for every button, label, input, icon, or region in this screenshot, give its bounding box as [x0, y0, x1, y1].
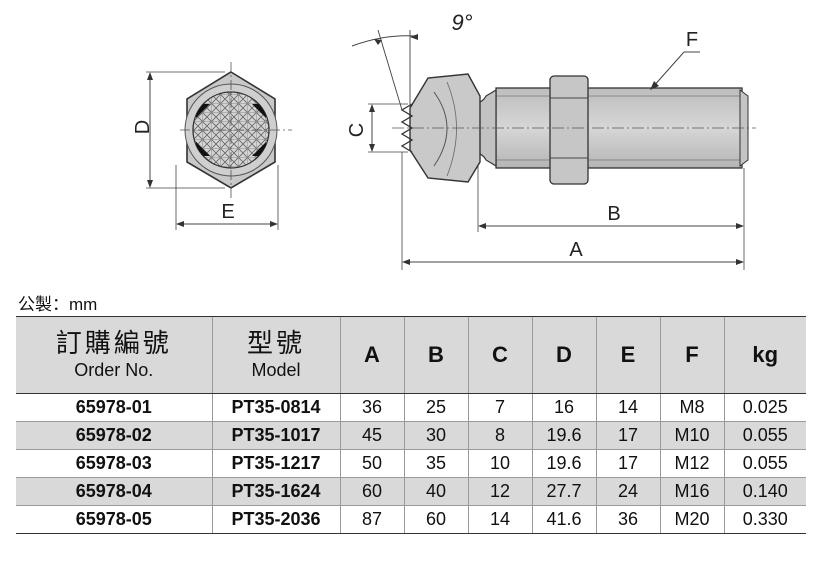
cell-c: 12 [467, 477, 532, 506]
header-order-en: Order No. [74, 360, 154, 380]
cell-kg: 0.025 [723, 393, 806, 422]
cell-b: 30 [403, 421, 468, 450]
cell-c: 7 [467, 393, 532, 422]
cell-f: M8 [659, 393, 724, 422]
cell-f: M20 [659, 505, 724, 534]
cell-e: 14 [595, 393, 660, 422]
cell-order-no: 65978-04 [16, 477, 212, 506]
cell-kg: 0.055 [723, 421, 806, 450]
header-kg: kg [723, 316, 806, 394]
header-model-en: Model [251, 360, 301, 380]
dim-label-a: A [569, 239, 583, 261]
cell-d: 19.6 [531, 449, 596, 478]
cell-model: PT35-1217 [211, 449, 340, 478]
dim-label-c: C [346, 123, 368, 137]
cell-c: 10 [467, 449, 532, 478]
table-row: 65978-05 PT35-2036 87 60 14 41.6 36 M20 … [16, 505, 806, 534]
spec-table: 訂購編號 Order No. 型號 Model A B C D E F kg 6… [16, 316, 806, 534]
dim-label-d: D [132, 120, 154, 134]
cell-order-no: 65978-03 [16, 449, 212, 478]
header-order-zh: 訂購編號 [55, 328, 172, 358]
cell-d: 27.7 [531, 477, 596, 506]
unit-label: 公製：mm [18, 295, 98, 314]
cell-order-no: 65978-05 [16, 505, 212, 534]
cell-b: 40 [403, 477, 468, 506]
cell-a: 60 [339, 477, 404, 506]
cell-a: 50 [339, 449, 404, 478]
cell-a: 36 [339, 393, 404, 422]
cell-kg: 0.140 [723, 477, 806, 506]
cell-a: 87 [339, 505, 404, 534]
hex-nut-side [549, 75, 589, 185]
cell-e: 17 [595, 449, 660, 478]
table-row: 65978-03 PT35-1217 50 35 10 19.6 17 M12 … [16, 449, 806, 478]
cell-b: 35 [403, 449, 468, 478]
cell-f: M12 [659, 449, 724, 478]
cell-e: 17 [595, 421, 660, 450]
end-view: D E [132, 62, 292, 230]
dim-label-f: F [686, 29, 698, 51]
cell-a: 45 [339, 421, 404, 450]
header-d: D [531, 316, 596, 394]
cell-kg: 0.055 [723, 449, 806, 478]
cell-model: PT35-0814 [211, 393, 340, 422]
technical-drawing: D E C [132, 10, 756, 270]
cell-model: PT35-1624 [211, 477, 340, 506]
header-f: F [659, 316, 724, 394]
cell-d: 16 [531, 393, 596, 422]
cell-e: 36 [595, 505, 660, 534]
cell-b: 60 [403, 505, 468, 534]
dim-label-b: B [607, 203, 620, 225]
header-c: C [467, 316, 532, 394]
cell-f: M10 [659, 421, 724, 450]
header-model: 型號 Model [211, 316, 340, 394]
header-model-zh: 型號 [246, 328, 305, 358]
header-order-no: 訂購編號 Order No. [16, 316, 212, 394]
header-row: 訂購編號 Order No. 型號 Model A B C D E F kg [16, 316, 806, 394]
cell-b: 25 [403, 393, 468, 422]
dim-label-e: E [221, 201, 234, 223]
swivel-pad-head [409, 73, 481, 183]
header-b: B [403, 316, 468, 394]
cell-c: 14 [467, 505, 532, 534]
side-view: C 9° F B A [346, 10, 756, 270]
cell-model: PT35-2036 [211, 505, 340, 534]
cell-order-no: 65978-02 [16, 421, 212, 450]
angle-label: 9° [451, 10, 472, 35]
cell-c: 8 [467, 421, 532, 450]
cell-e: 24 [595, 477, 660, 506]
table-row: 65978-01 PT35-0814 36 25 7 16 14 M8 0.02… [16, 393, 806, 422]
table-row: 65978-04 PT35-1624 60 40 12 27.7 24 M16 … [16, 477, 806, 506]
table-row: 65978-02 PT35-1017 45 30 8 19.6 17 M10 0… [16, 421, 806, 450]
cell-d: 19.6 [531, 421, 596, 450]
header-e: E [595, 316, 660, 394]
cell-f: M16 [659, 477, 724, 506]
cell-order-no: 65978-01 [16, 393, 212, 422]
cell-d: 41.6 [531, 505, 596, 534]
cell-model: PT35-1017 [211, 421, 340, 450]
header-a: A [339, 316, 404, 394]
cell-kg: 0.330 [723, 505, 806, 534]
